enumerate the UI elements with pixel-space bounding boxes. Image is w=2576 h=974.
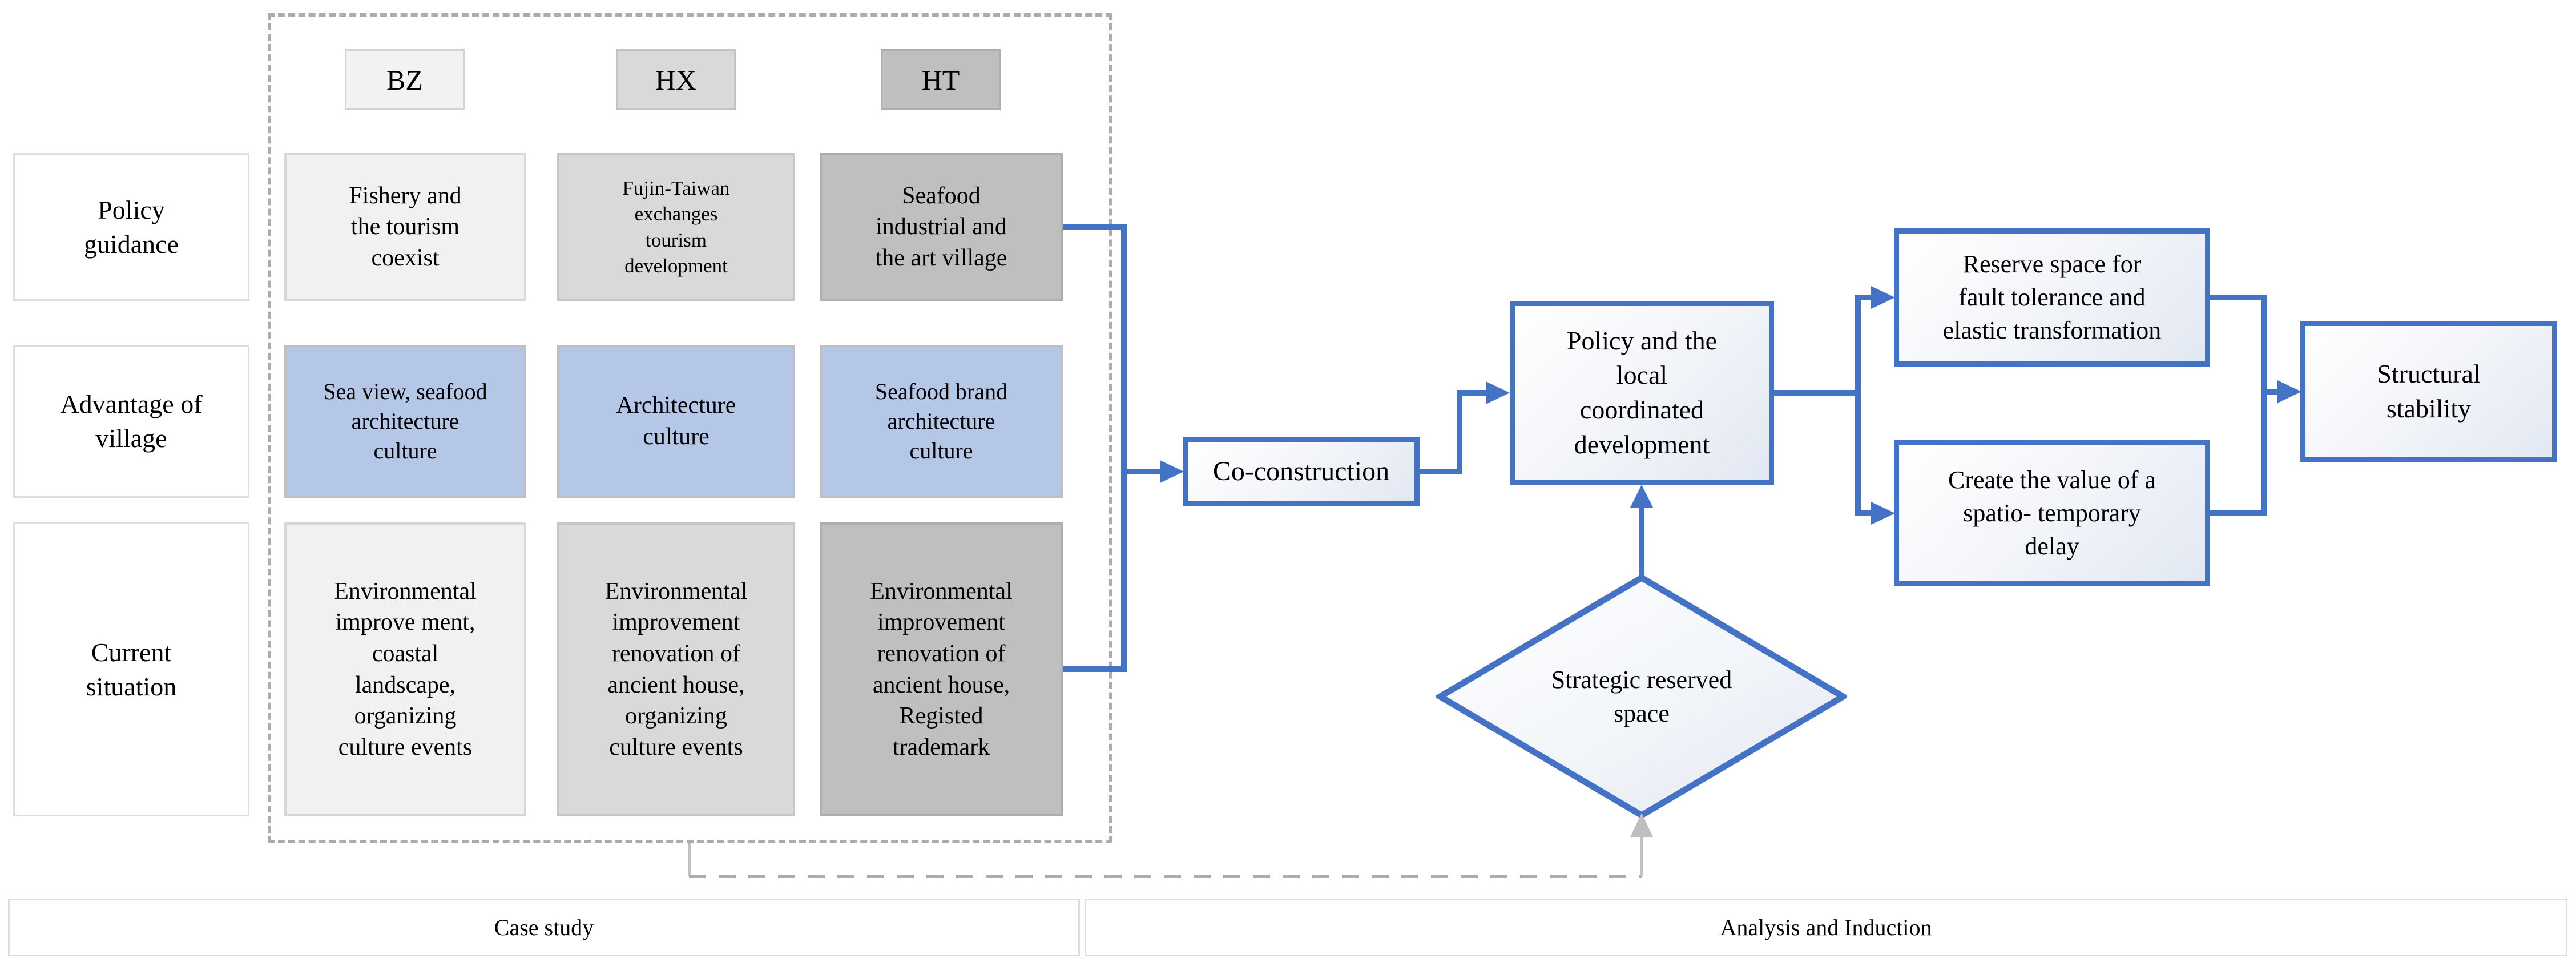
gray-arrowhead-into-diamond — [1630, 813, 1653, 837]
connector-co-out-h — [1420, 469, 1462, 474]
connector-diamond-to-policy-v — [1639, 505, 1644, 575]
row-label-policy-guidance: Policy guidance — [13, 153, 249, 301]
co-construction-node: Co-construction — [1183, 437, 1420, 506]
strategic-reserved-space-label: Strategic reserved space — [1551, 665, 1732, 727]
connector-to-co-construction — [1127, 469, 1161, 474]
connector-reserve-out-h — [2210, 295, 2267, 300]
cell-current-ht: Environmental improvement renovation of … — [820, 522, 1063, 816]
gray-connector-stub-v — [688, 843, 691, 876]
connector-join-vertical — [2261, 295, 2267, 516]
connector-create-out-h — [2210, 510, 2267, 516]
cell-policy-bz: Fishery and the tourism coexist — [284, 153, 526, 301]
column-header-bz: BZ — [345, 49, 465, 110]
policy-coordinated-development-node: Policy and the local coordinated develop… — [1510, 301, 1774, 485]
arrowhead-into-structural — [2277, 380, 2301, 403]
connector-policy-out-h — [1774, 390, 1861, 396]
cell-advantage-ht: Seafood brand architecture culture — [820, 345, 1063, 498]
connector-split-lower-h — [1855, 510, 1873, 516]
connector-split-upper-h — [1855, 295, 1873, 300]
arrowhead-into-co-construction — [1160, 460, 1184, 483]
cell-current-hx: Environmental improvement renovation of … — [557, 522, 795, 816]
row-label-advantage-of-village: Advantage of village — [13, 345, 249, 498]
connector-co-out-v — [1457, 390, 1462, 474]
connector-policy-ht-line — [1063, 224, 1127, 230]
footer-case-study: Case study — [8, 899, 1080, 956]
arrowhead-into-policy — [1486, 381, 1510, 404]
connector-split-vertical — [1855, 295, 1861, 516]
reserve-space-node: Reserve space for fault tolerance and el… — [1894, 228, 2210, 367]
column-header-ht: HT — [881, 49, 1001, 110]
arrowhead-into-create-value — [1871, 502, 1895, 525]
arrowhead-diamond-to-policy — [1630, 485, 1653, 508]
cell-policy-ht: Seafood industrial and the art village — [820, 153, 1063, 301]
structural-stability-node: Structural stability — [2300, 321, 2557, 462]
gray-connector-v — [1640, 837, 1643, 876]
connector-merge-vertical — [1121, 224, 1127, 672]
cell-advantage-bz: Sea view, seafood architecture culture — [284, 345, 526, 498]
column-header-hx: HX — [616, 49, 736, 110]
connector-current-ht-line — [1063, 666, 1127, 672]
cell-current-bz: Environmental improve ment, coastal land… — [284, 522, 526, 816]
create-value-node: Create the value of a spatio- temporary … — [1894, 440, 2210, 586]
cell-advantage-hx: Architecture culture — [557, 345, 795, 498]
gray-connector-dashed-h — [689, 875, 1642, 878]
connector-co-to-policy — [1457, 390, 1487, 396]
row-label-current-situation: Current situation — [13, 522, 249, 816]
case-study-dashed-region — [268, 13, 1112, 843]
cell-policy-hx: Fujin-Taiwan exchanges tourism developme… — [557, 153, 795, 301]
connector-to-structural — [2261, 389, 2280, 395]
arrowhead-into-reserve-space — [1871, 286, 1895, 309]
footer-analysis-induction: Analysis and Induction — [1085, 899, 2567, 956]
